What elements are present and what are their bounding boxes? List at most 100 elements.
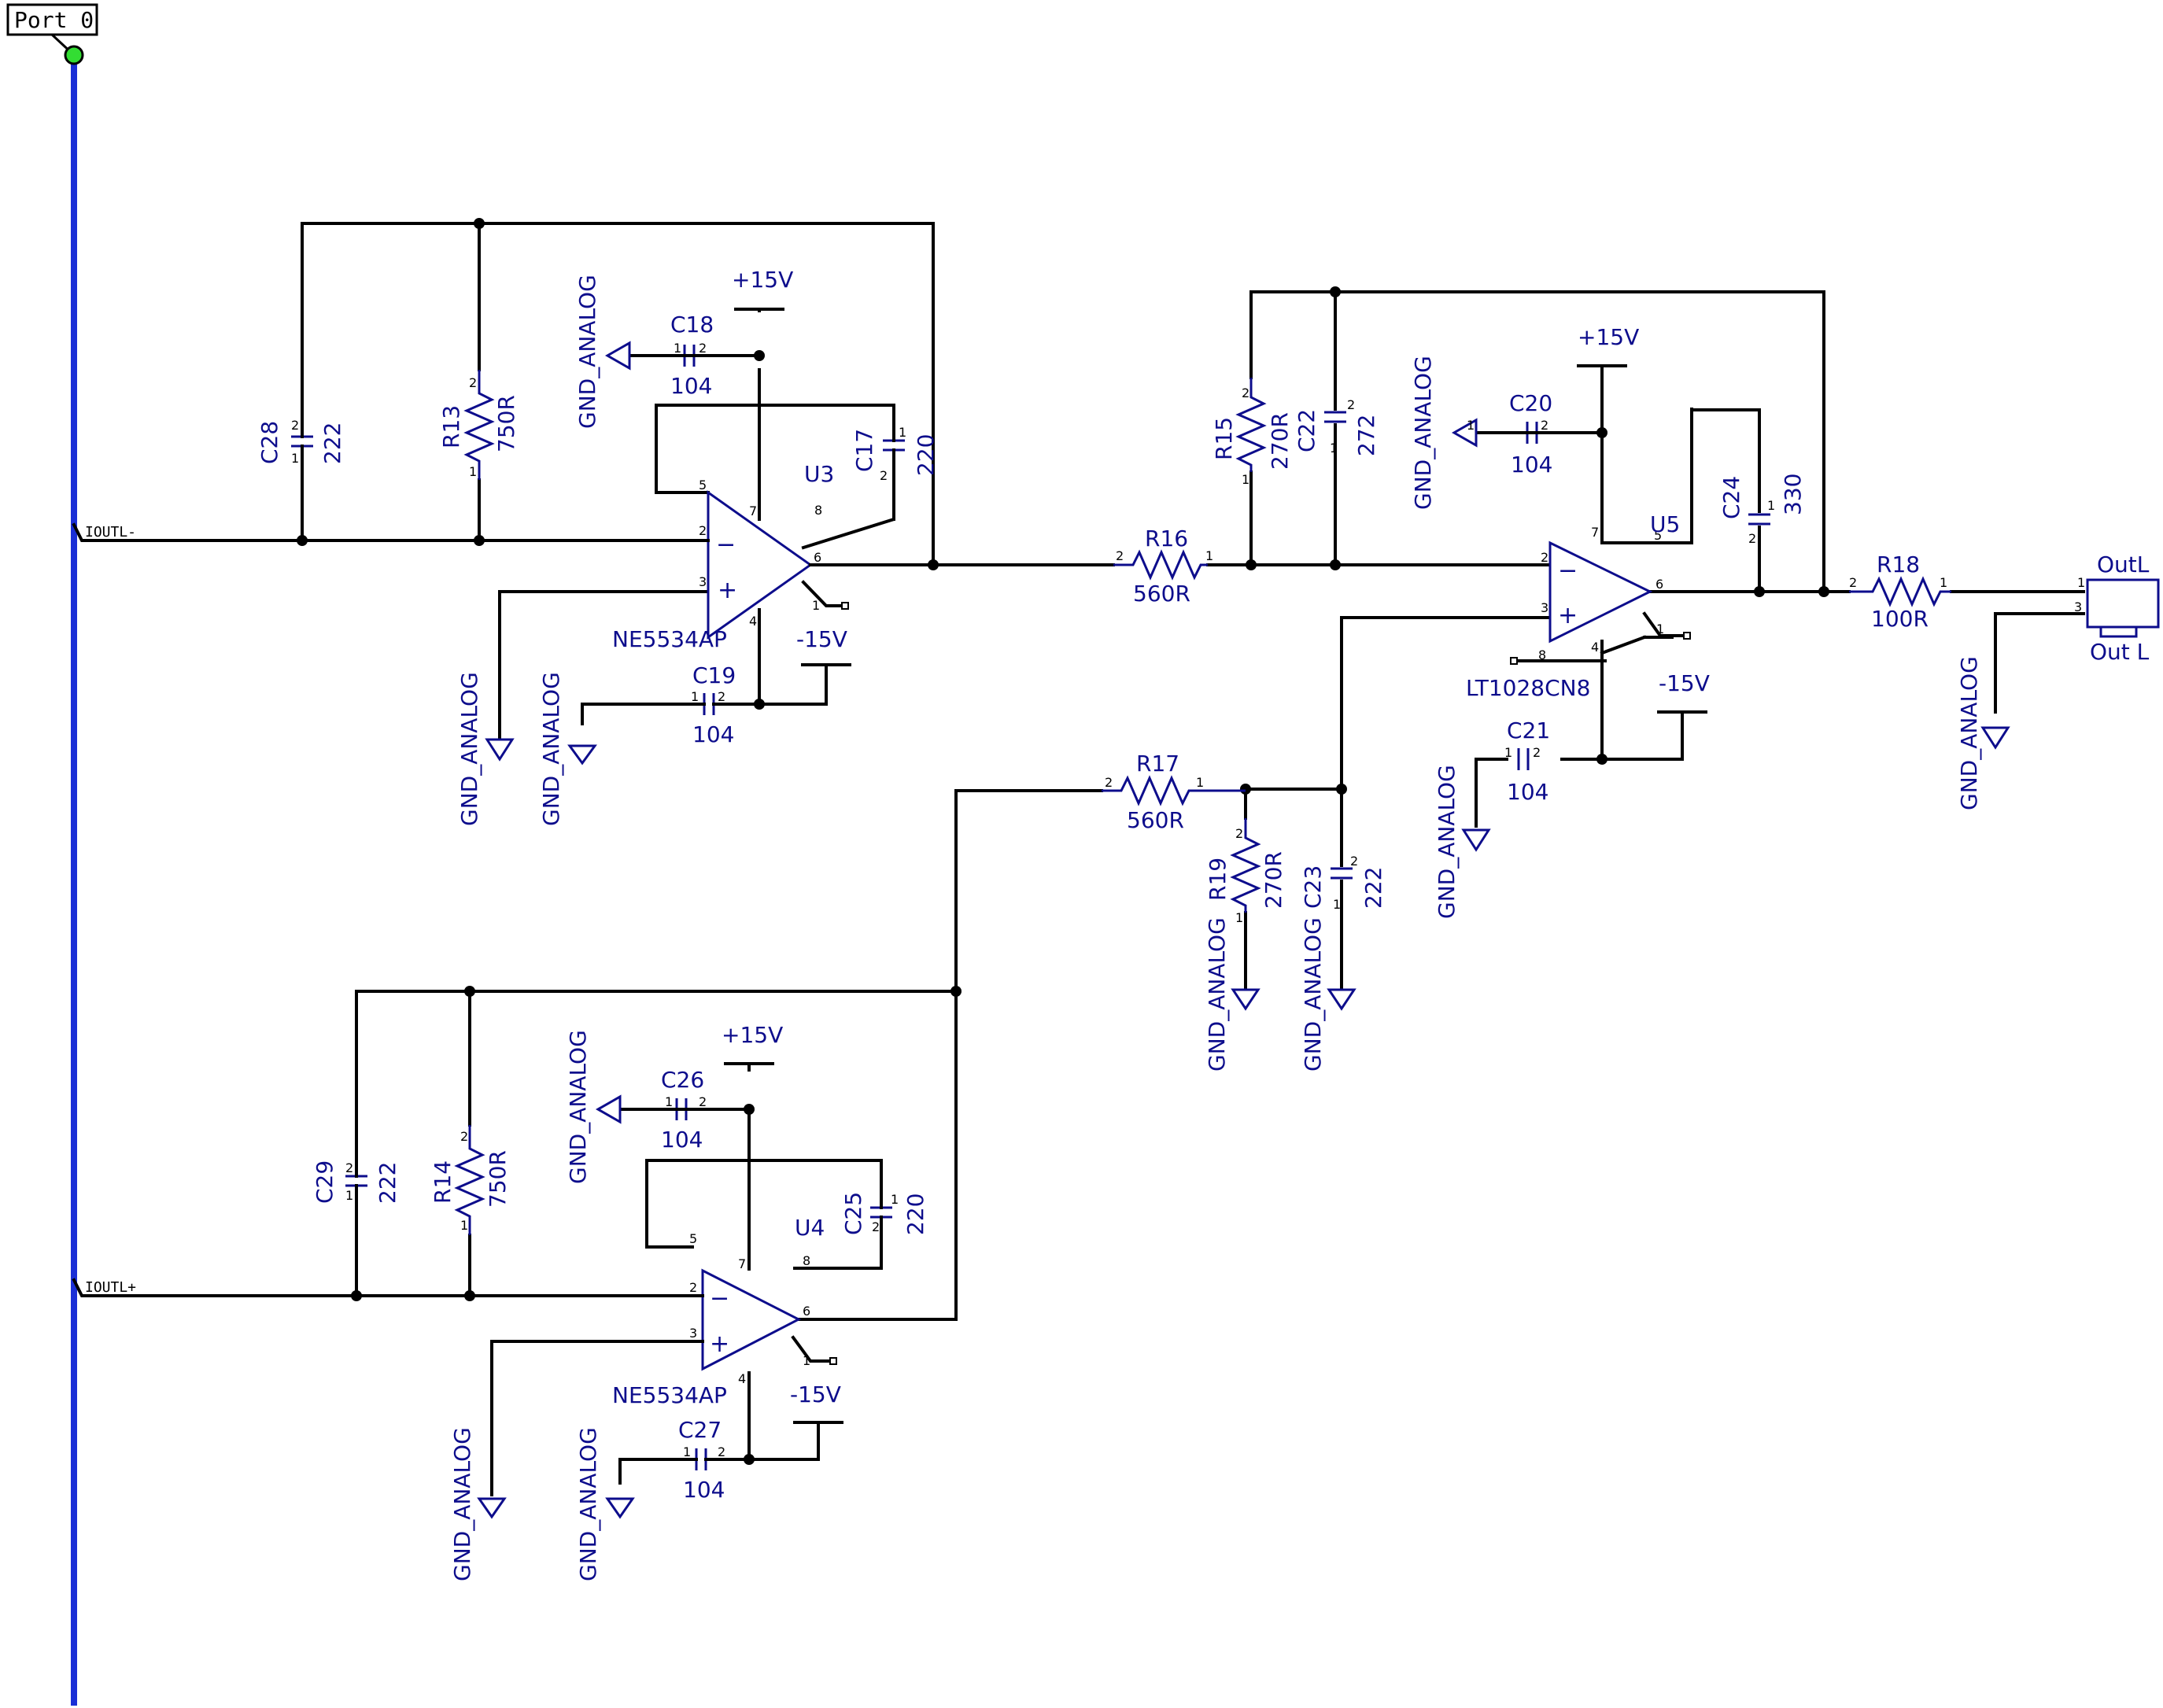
u5-pin-5: 5 <box>1654 528 1662 543</box>
u3-pin-4: 4 <box>749 614 757 629</box>
c21-ref: C21 <box>1507 718 1550 743</box>
svg-text:1: 1 <box>1767 498 1775 513</box>
u5-pos-label: +15V <box>1578 324 1639 350</box>
net-label-ioutl-plus: IOUTL+ <box>85 1279 136 1296</box>
gnd-symbol-c21: GND_ANALOG <box>1434 765 1491 919</box>
gnd-label-r19: GND_ANALOG <box>1204 917 1230 1072</box>
c26-ref: C26 <box>661 1067 704 1093</box>
capacitor-c22[interactable]: C22 272 <box>1294 409 1379 456</box>
capacitor-c17[interactable]: C17 220 <box>851 404 939 521</box>
capacitor-c20[interactable]: C20 104 <box>1475 390 1604 478</box>
u3-neg-supply: -15V <box>796 626 851 666</box>
u4-pin-5: 5 <box>689 1231 697 1246</box>
svg-text:1: 1 <box>291 451 299 466</box>
svg-text:2: 2 <box>1748 531 1756 546</box>
gnd-symbol-r19: GND_ANALOG <box>1204 917 1261 1072</box>
capacitor-c28[interactable]: C28 222 <box>257 408 345 474</box>
c28-ref: C28 <box>257 421 282 464</box>
u3-minus-sign: − <box>716 531 736 559</box>
svg-text:2: 2 <box>872 1219 880 1234</box>
resistor-r19[interactable]: R19 270R <box>1205 818 1286 913</box>
outl-pin-1: 1 <box>2077 575 2085 590</box>
r18-value: 100R <box>1871 606 1929 632</box>
svg-text:2: 2 <box>1541 418 1548 433</box>
svg-text:2: 2 <box>1347 397 1355 412</box>
wire-ioutl-minus <box>72 522 710 542</box>
r18-ref: R18 <box>1877 552 1920 577</box>
r15-ref: R15 <box>1211 417 1237 460</box>
u5-pin-1: 1 <box>1656 622 1664 636</box>
u4-ref: U4 <box>795 1215 825 1241</box>
u3-pos-label: +15V <box>732 267 793 293</box>
wire-ioutl-plus <box>72 1278 694 1297</box>
gnd-label-c23: GND_ANALOG <box>1300 917 1326 1072</box>
u4-pos-label: +15V <box>722 1022 783 1048</box>
resistor-r15[interactable]: R15 270R <box>1211 378 1293 472</box>
resistor-r16[interactable]: 2 1 R16 560R <box>1113 526 1213 607</box>
passive-pin-numbers: 2 1 2 1 1 2 1 2 1 2 2 1 2 1 1 2 1 2 1 2 … <box>291 341 1775 1459</box>
c17-value: 220 <box>913 434 939 476</box>
capacitor-c27[interactable]: C27 104 <box>618 1417 751 1503</box>
u4-pin-6: 6 <box>803 1304 810 1319</box>
capacitor-c19[interactable]: C19 104 <box>581 662 761 747</box>
svg-text:2: 2 <box>469 375 477 390</box>
svg-text:1: 1 <box>1333 897 1341 912</box>
r16-value: 560R <box>1133 581 1190 607</box>
capacitor-c25[interactable]: C25 220 <box>840 1190 928 1237</box>
u3-ref: U3 <box>804 461 834 487</box>
resistor-r17[interactable]: 2 1 R17 560R <box>1102 751 1246 833</box>
capacitor-c24[interactable]: C24 330 <box>1718 474 1806 526</box>
port-node-indicator <box>64 45 84 65</box>
r17-value: 560R <box>1127 807 1184 833</box>
u5-pos-supply: +15V <box>1577 324 1639 367</box>
c28-value: 222 <box>319 422 345 464</box>
connector-outl[interactable]: 1 3 OutL Out L <box>2074 552 2160 665</box>
u4-minus-sign: − <box>710 1285 729 1312</box>
port-0[interactable]: Port 0 <box>6 3 98 36</box>
svg-text:1: 1 <box>1242 472 1249 487</box>
opamp-u3[interactable]: − + 2 3 6 7 4 5 8 1 U3 NE5534AP <box>612 461 849 652</box>
c23-value: 222 <box>1360 867 1386 909</box>
stage-u5-junctions <box>1240 286 1829 795</box>
gnd-symbol-c18: GND_ANALOG <box>574 275 631 429</box>
gnd-symbol-c20: GND_ANALOG <box>1410 356 1478 510</box>
capacitor-c23[interactable]: C23 222 <box>1300 865 1386 909</box>
r16-pin-1: 1 <box>1205 548 1213 563</box>
u5-ref: U5 <box>1650 511 1680 537</box>
u4-value: NE5534AP <box>612 1382 727 1408</box>
resistor-r18[interactable]: 2 1 R18 100R <box>1849 552 1951 632</box>
svg-text:1: 1 <box>683 1444 691 1459</box>
c27-ref: C27 <box>678 1417 722 1443</box>
r13-value: 750R <box>493 395 519 452</box>
outl-pin-3: 3 <box>2074 599 2082 614</box>
gnd-label-u4-plus: GND_ANALOG <box>449 1427 475 1581</box>
resistor-r14[interactable]: R14 750R <box>430 1125 511 1235</box>
c21-value: 104 <box>1507 779 1548 805</box>
capacitor-c21[interactable]: C21 104 <box>1507 718 1550 805</box>
capacitor-c29[interactable]: C29 222 <box>312 1155 400 1205</box>
u4-pin-2: 2 <box>689 1280 697 1295</box>
opamp-u4[interactable]: − + 2 3 6 7 4 5 8 1 U4 NE5534AP <box>612 1215 837 1408</box>
gnd-symbol-u3-plus: GND_ANALOG <box>456 672 515 826</box>
opamp-u5[interactable]: − + 2 3 6 7 4 5 8 1 U5 LT1028CN8 <box>1466 511 1691 701</box>
capacitor-c18[interactable]: C18 104 <box>628 312 761 399</box>
c22-ref: C22 <box>1294 409 1320 452</box>
r15-value: 270R <box>1267 412 1293 470</box>
c25-ref: C25 <box>840 1192 866 1235</box>
u3-value: NE5534AP <box>612 626 727 652</box>
u3-neg-label: -15V <box>796 626 847 652</box>
c18-ref: C18 <box>670 312 714 338</box>
c25-value: 220 <box>902 1193 928 1235</box>
u5-neg-supply: -15V <box>1657 670 1710 714</box>
u5-pin-6: 6 <box>1655 577 1663 592</box>
svg-text:2: 2 <box>718 689 725 704</box>
gnd-label-c20: GND_ANALOG <box>1410 356 1436 510</box>
u4-neg-supply: -15V <box>790 1382 843 1424</box>
resistor-r13[interactable]: R13 750R <box>438 370 519 480</box>
capacitor-c26[interactable]: C26 104 <box>618 1067 751 1153</box>
svg-text:2: 2 <box>1242 385 1249 400</box>
c19-ref: C19 <box>692 662 736 688</box>
u3-pin-5: 5 <box>699 478 707 492</box>
u5-pin-3: 3 <box>1541 600 1548 615</box>
gnd-label-c19: GND_ANALOG <box>538 672 564 826</box>
